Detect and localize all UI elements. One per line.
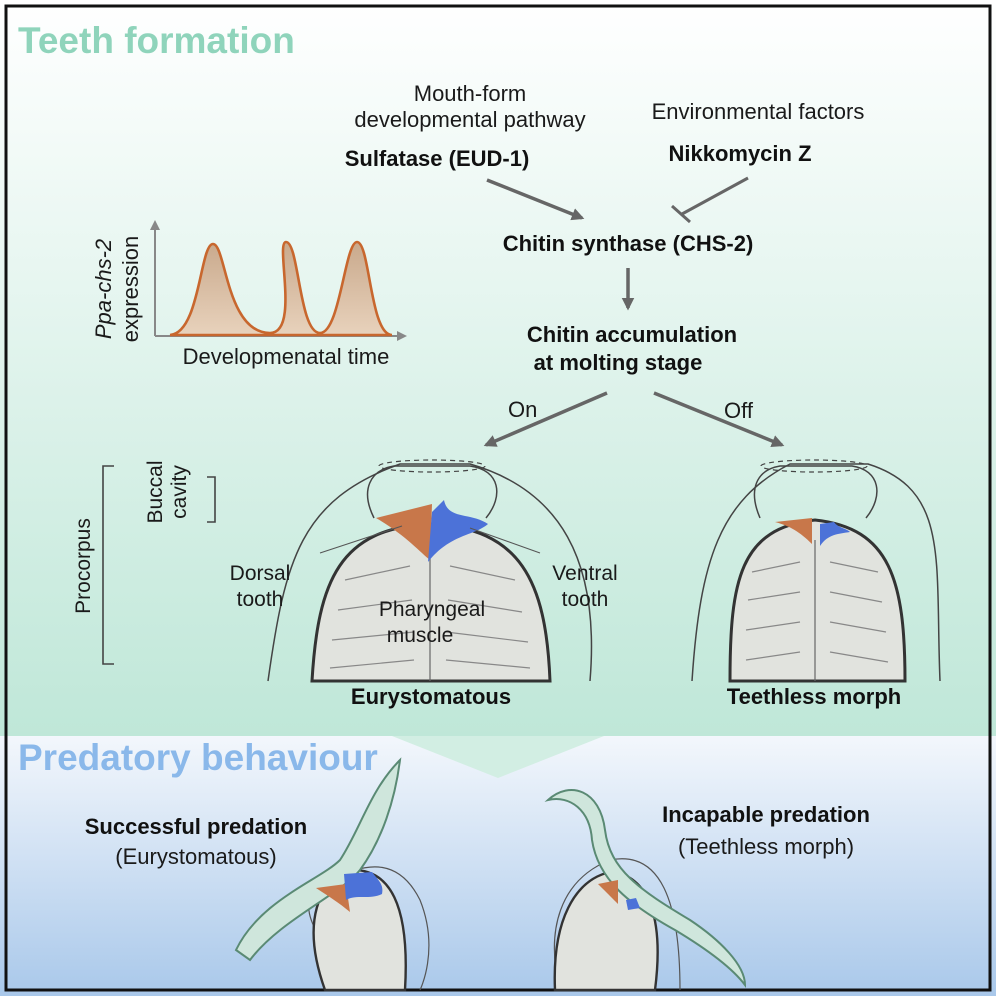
sulfatase-label: Sulfatase (EUD-1) [345,146,530,171]
nikkomycin-inhibition-line [681,176,749,216]
buccal-cavity-outline [366,465,498,519]
eurystomatous-label: Eurystomatous [351,684,511,709]
predation-ventral-tooth [344,872,383,900]
predatory-behaviour-heading: Predatory behaviour [18,737,378,778]
incapable-ventral-tooth [626,898,640,910]
ventral-tooth-label-line2: tooth [562,588,609,611]
teethless-head [691,459,941,683]
incapable-predation-line1: Incapable predation [662,802,870,827]
chitin-synthase-label: Chitin synthase (CHS-2) [503,231,754,256]
successful-predation-line2: (Eurystomatous) [115,844,276,869]
plot-ylabel-gene: Ppa-chs-2 [91,239,116,339]
teeth-formation-heading: Teeth formation [18,20,295,61]
buccal-bracket [207,476,216,523]
outer-border [4,4,992,992]
prey-worm [234,757,402,962]
mouth-form-label-line2: developmental pathway [354,107,585,132]
procorpus-label: Procorpus [72,518,95,614]
incapable-dorsal-tooth [598,880,618,904]
procorpus-bracket [102,465,114,665]
mouth-form-label-line1: Mouth-form [414,81,526,106]
environmental-factors-label: Environmental factors [652,99,865,124]
dorsal-tooth-pointer [319,525,403,554]
cuticle-outline [691,463,941,682]
muscle-striations [745,561,889,663]
mouth-opening [760,459,868,473]
ventral-tooth-label-line1: Ventral [552,562,617,585]
plot-xlabel: Developmenatal time [183,344,390,369]
cuticle-outline [267,463,593,682]
teethless-label: Teethless morph [727,684,901,709]
incapable-predation-illustration [544,789,747,992]
pharyngeal-label-line2: muscle [387,624,454,647]
buccal-label-line2: cavity [168,465,191,519]
bottom-section-background [0,736,996,996]
dorsal-tooth-small [775,518,812,544]
buccal-cavity-outline [753,465,878,519]
mouth-opening [378,459,486,473]
expression-peaks [169,240,393,337]
successful-predation-illustration [234,757,430,992]
chitin-accumulation-line2: at molting stage [534,350,703,375]
off-arrow [653,391,785,448]
on-arrow [483,391,608,447]
plot-ylabel-word: expression [118,236,143,342]
muscle-striations [329,565,531,669]
chitin-accumulation-line1: Chitin accumulation [527,322,737,347]
incapable-predation-line2: (Teethless morph) [678,834,854,859]
ventral-tooth-pointer [469,527,541,554]
dorsal-tooth-label-line2: tooth [237,588,284,611]
sulfatase-activation-arrow [486,178,585,221]
pharyngeal-label-line1: Pharyngeal [379,598,485,621]
expression-plot: Ppa-chs-2 expression Developmenatal time [91,220,407,369]
off-label: Off [724,398,754,423]
section-transition-arrow [392,736,604,778]
ventral-tooth-small [820,522,850,546]
successful-predation-line1: Successful predation [85,814,308,839]
prey-worm [544,789,747,989]
nikkomycin-label: Nikkomycin Z [668,141,811,166]
ventral-tooth [428,500,488,562]
dorsal-tooth [376,504,432,560]
dorsal-tooth-label-line1: Dorsal [230,562,291,585]
eurystomatous-head [267,459,593,683]
buccal-label-line1: Buccal [144,460,167,523]
pharyngeal-muscle [728,518,907,683]
inhibition-bar [671,204,691,224]
predation-dorsal-tooth [316,884,350,912]
on-label: On [508,397,537,422]
